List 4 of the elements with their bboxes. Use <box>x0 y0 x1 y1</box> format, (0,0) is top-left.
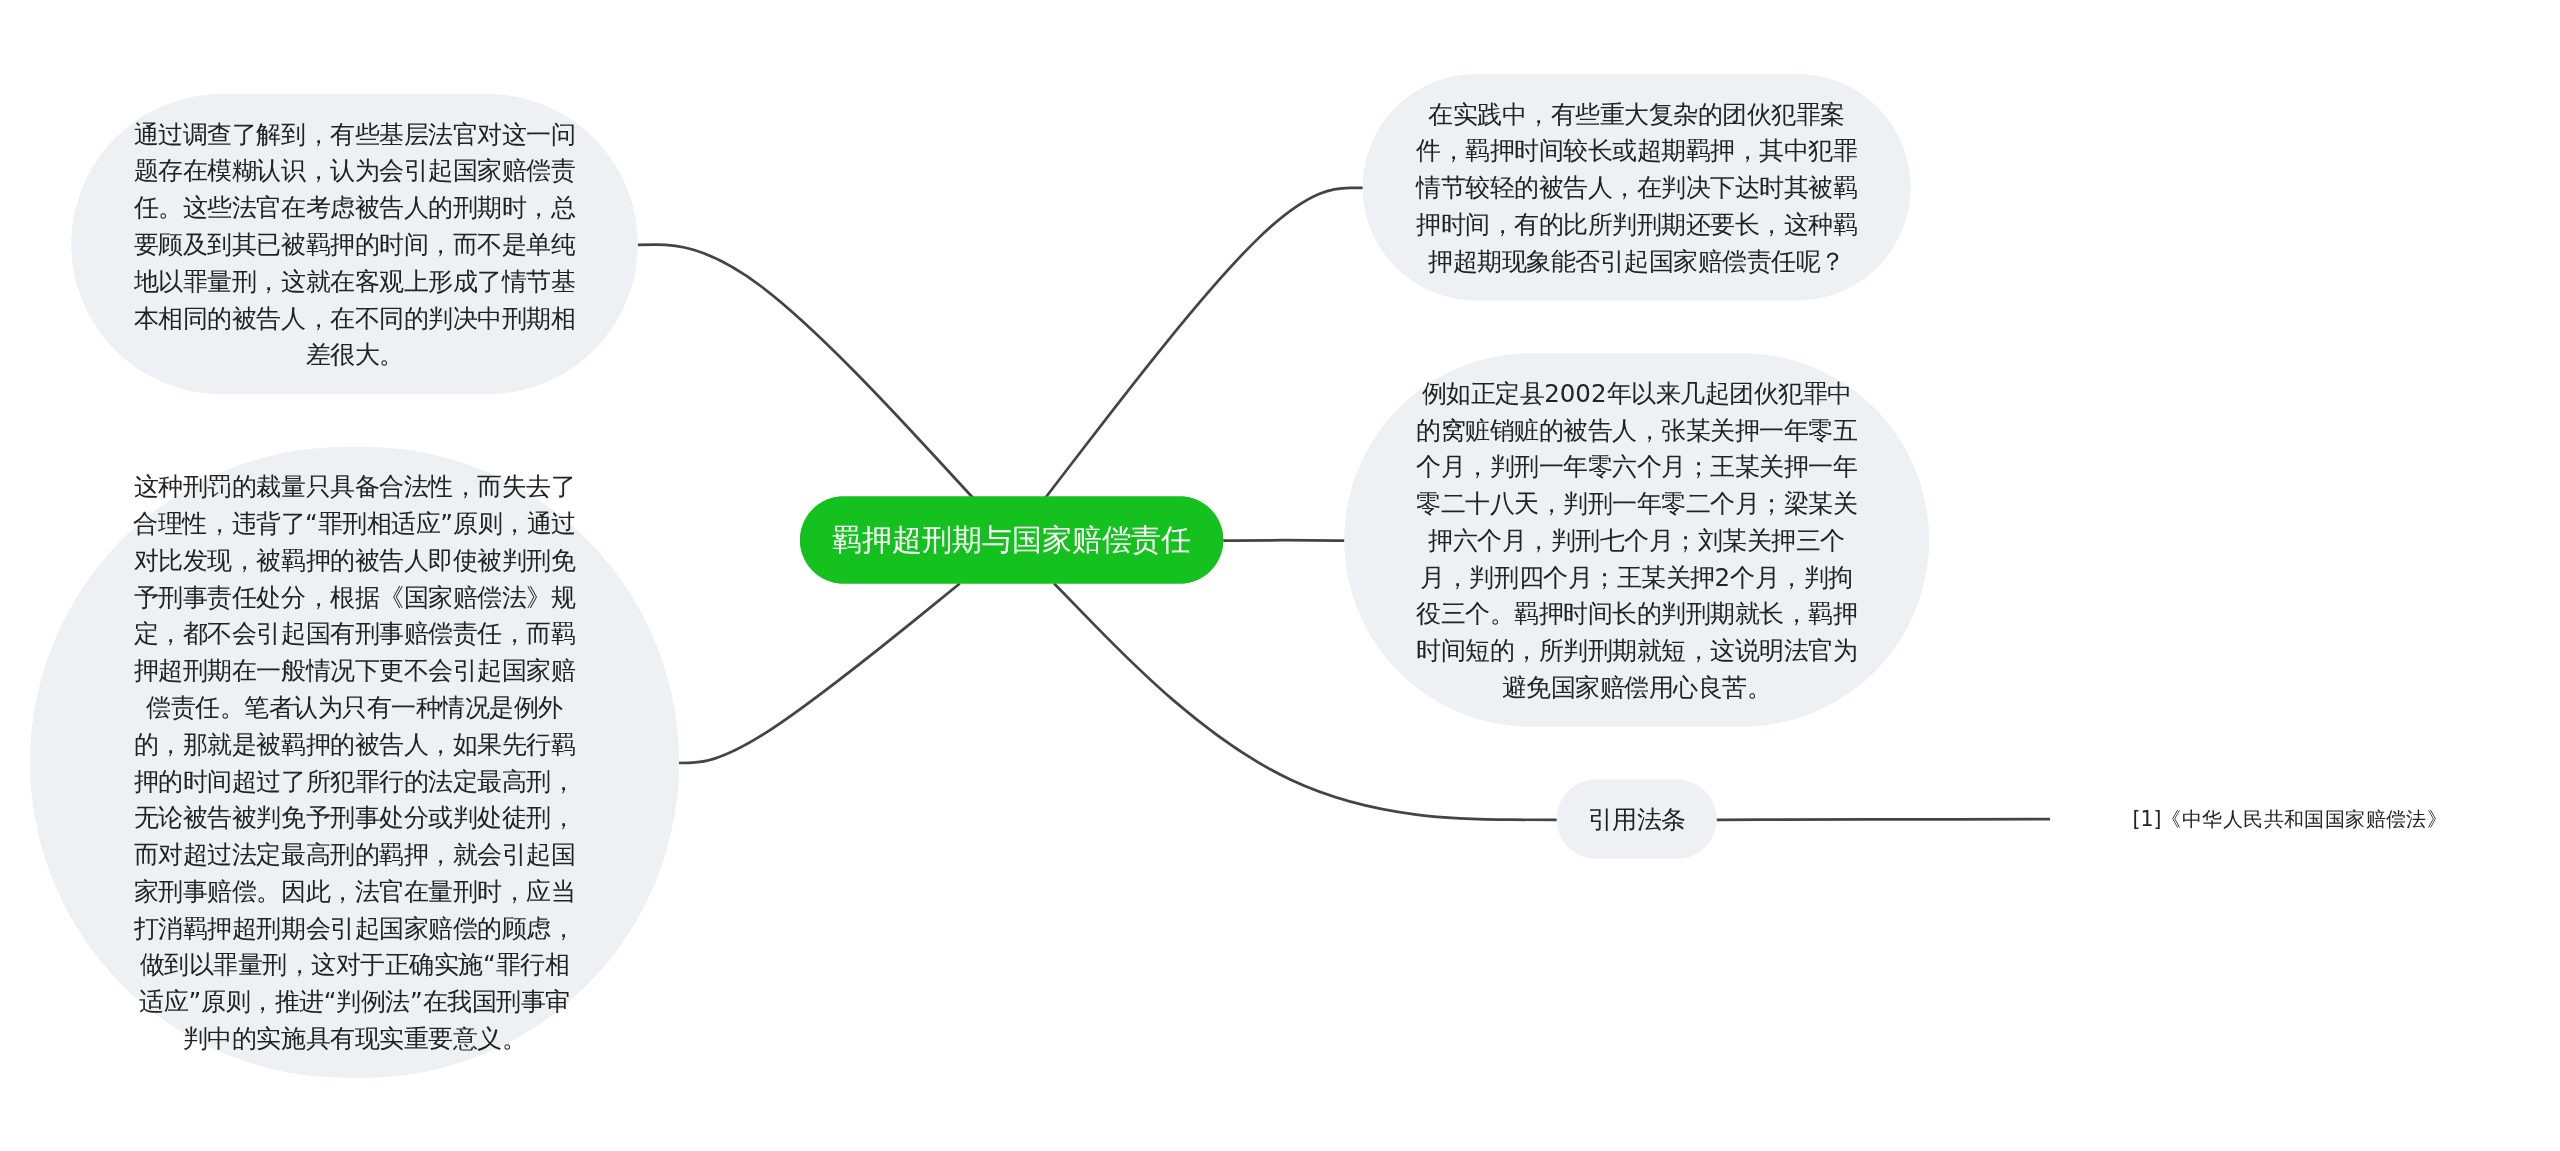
connector <box>678 582 961 764</box>
connector <box>1716 817 2051 821</box>
node-text: [1]《中华人民共和国国家赔偿法》 <box>2132 806 2448 831</box>
connector <box>1223 538 1346 542</box>
